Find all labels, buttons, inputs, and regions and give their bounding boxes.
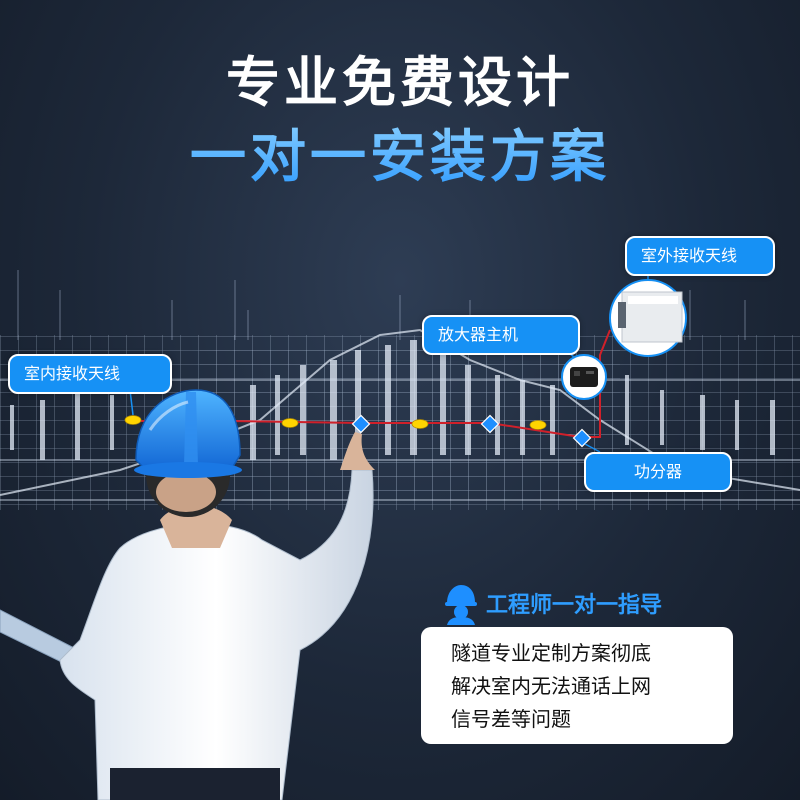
helmet-engineer-icon-slot: [440, 583, 476, 623]
antenna-node: [529, 420, 547, 430]
engineer-heading-text: 工程师一对一指导: [486, 593, 663, 618]
splitter-node: [572, 428, 592, 448]
indoor-antenna-label: 室内接收天线: [8, 354, 172, 394]
helmet-engineer-icon: [445, 585, 477, 625]
engineer-info-panel: 隧道专业定制方案彻底 解决室内无法通话上网 信号差等问题: [421, 627, 733, 744]
amplifier-icon: [561, 354, 607, 400]
antenna-node: [411, 419, 429, 429]
splitter-nodes: [351, 414, 592, 448]
info-line: 解决室内无法通话上网: [451, 674, 651, 698]
antenna-node: [281, 418, 299, 428]
info-line: 隧道专业定制方案彻底: [451, 641, 651, 665]
info-line: 信号差等问题: [451, 707, 571, 731]
engineer-figure: [0, 389, 375, 800]
splitter-label: 功分器: [584, 452, 732, 492]
antenna-icon: [609, 279, 687, 357]
blueprint-grid: [0, 270, 800, 510]
headline-title: 专业免费设计: [226, 51, 574, 114]
headline-subtitle: 一对一安装方案: [0, 112, 800, 193]
splitter-node: [480, 414, 500, 434]
outdoor-antenna-label: 室外接收天线: [625, 236, 775, 276]
splitter-node: [351, 414, 371, 434]
amplifier-label: 放大器主机: [422, 315, 580, 355]
antenna-node: [124, 415, 142, 425]
engineer-section-heading: 工程师一对一指导: [440, 583, 662, 623]
indoor-antenna-nodes: [124, 415, 547, 430]
